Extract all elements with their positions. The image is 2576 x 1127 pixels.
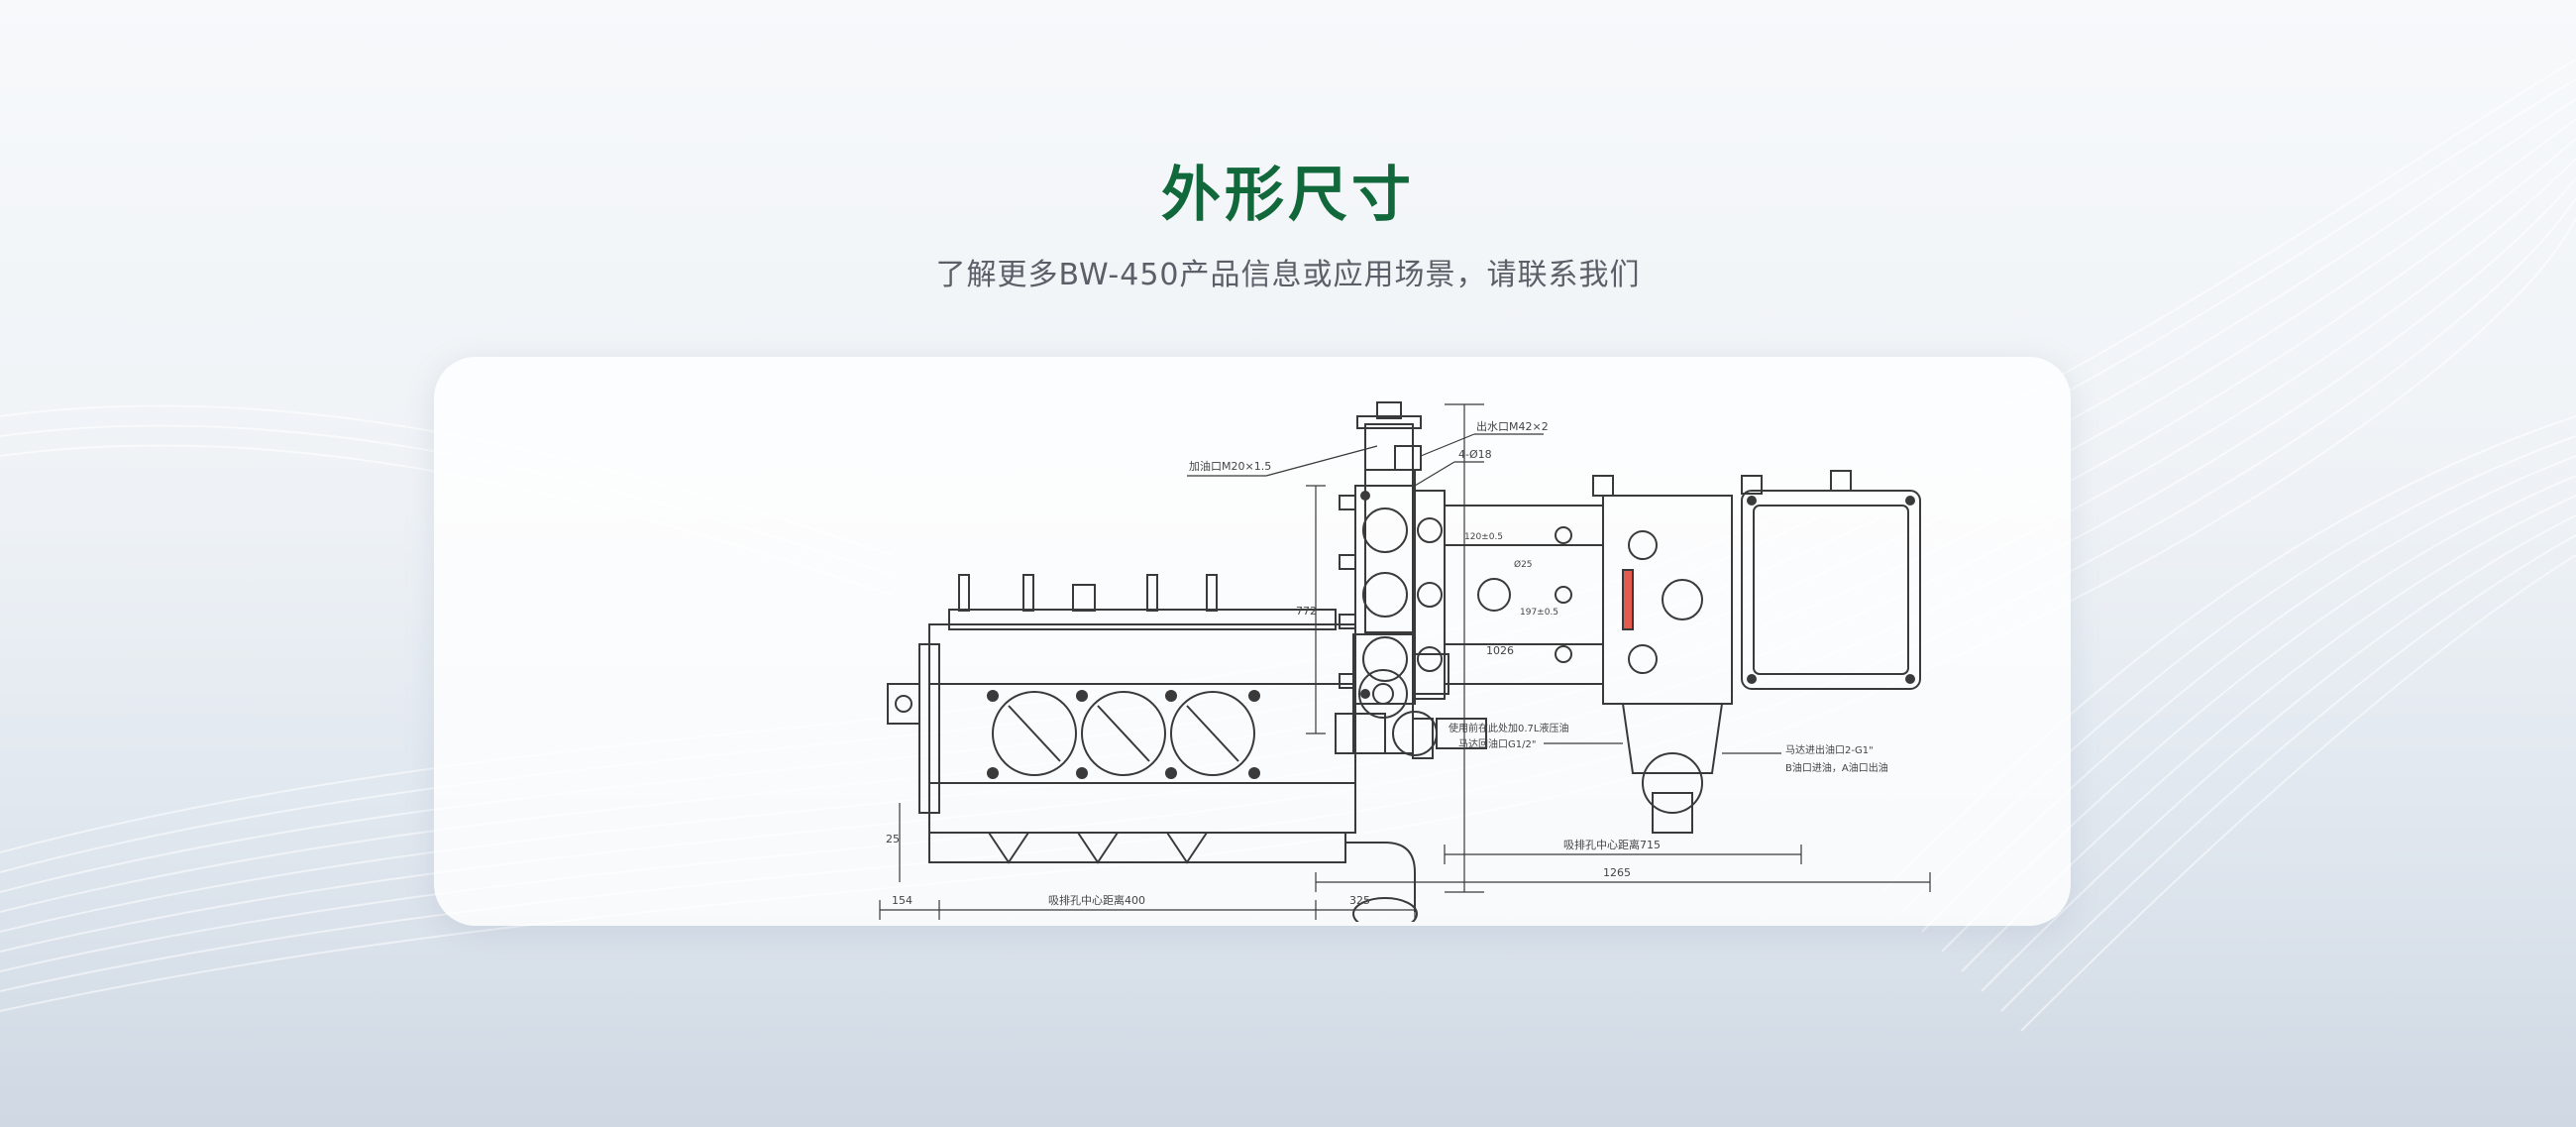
dim-center-715: 吸排孔中心距离715 bbox=[1563, 838, 1661, 851]
page-subtitle: 了解更多BW-450产品信息或应用场景，请联系我们 bbox=[935, 258, 1641, 292]
top-view-drawing: 出水口M42×2 4-Ø18 120±0.5 Ø25 197±0.5 772 使… bbox=[1296, 419, 1931, 892]
label-height-left: 1026 bbox=[1486, 644, 1514, 657]
side-view-drawing: 加油口M20×1.5 1026 25 154 吸排孔中心距离400 325 bbox=[879, 401, 1514, 922]
note-motor-ports: 马达进出油口2-G1" bbox=[1785, 743, 1874, 756]
dim-center-400: 吸排孔中心距离400 bbox=[1048, 893, 1145, 907]
page-title: 外形尺寸 bbox=[1161, 161, 1415, 230]
dim-right-325: 325 bbox=[1349, 894, 1370, 907]
label-small-left: 25 bbox=[886, 833, 900, 845]
note-hydraulic-oil: 使用前在此处加0.7L液压油 bbox=[1449, 722, 1568, 734]
dim-left-154: 154 bbox=[892, 894, 912, 907]
label-fill-port: 加油口M20×1.5 bbox=[1189, 459, 1271, 473]
label-dim-120: 120±0.5 bbox=[1464, 532, 1503, 542]
label-mount-holes: 4-Ø18 bbox=[1458, 448, 1492, 461]
dimension-drawing-card: 加油口M20×1.5 1026 25 154 吸排孔中心距离400 325 bbox=[434, 357, 2071, 926]
label-height-right: 772 bbox=[1296, 605, 1317, 618]
note-oil-direction: B油口进油，A油口出油 bbox=[1785, 761, 1888, 774]
label-dim-197: 197±0.5 bbox=[1520, 608, 1558, 618]
dim-total-1265: 1265 bbox=[1603, 866, 1631, 879]
label-dim-25: Ø25 bbox=[1514, 559, 1533, 570]
label-water-outlet: 出水口M42×2 bbox=[1476, 419, 1549, 433]
note-motor-return: 马达回油口G1/2" bbox=[1458, 737, 1536, 750]
